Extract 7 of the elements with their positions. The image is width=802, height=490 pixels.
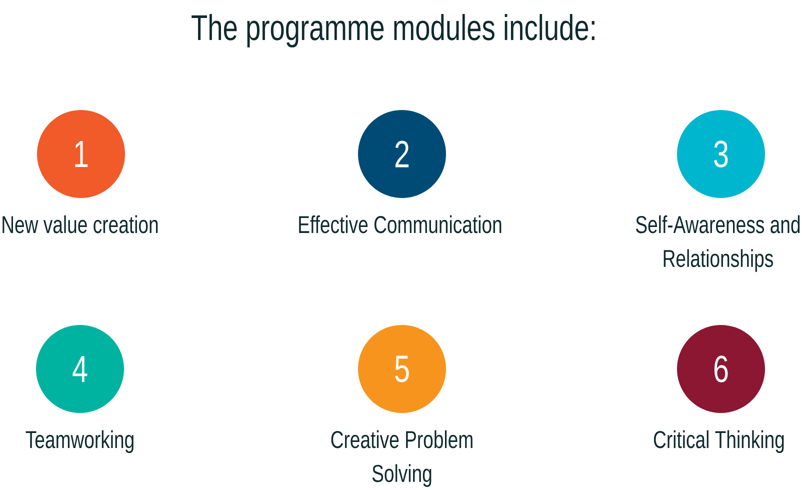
module-label: Creative Problem Solving	[331, 430, 472, 487]
module-label: Teamworking	[26, 430, 134, 454]
title: The programme modules include:	[192, 14, 594, 48]
module-label: Critical Thinking	[654, 430, 784, 454]
module-label: Effective Communication	[299, 215, 502, 234]
module-label: New value creation	[2, 215, 158, 234]
module-label: Self-Awareness and Relationships	[636, 215, 800, 272]
